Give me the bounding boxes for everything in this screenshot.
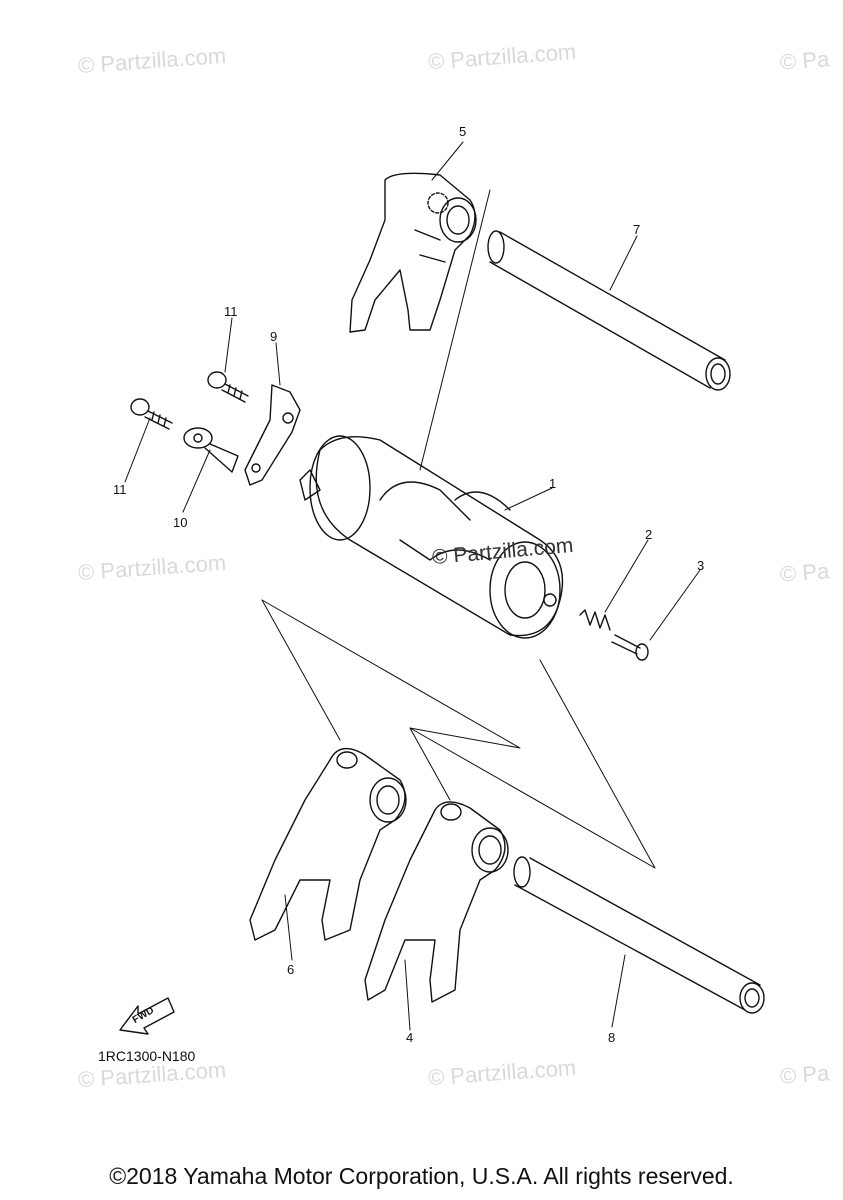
watermark: © Pa	[779, 558, 831, 587]
callout-7[interactable]: 7	[633, 222, 641, 237]
shift-drum-1[interactable]	[299, 435, 564, 639]
callout-10[interactable]: 10	[173, 515, 188, 530]
watermark: © Pa	[779, 46, 831, 75]
copyright-notice: ©2018 Yamaha Motor Corporation, U.S.A. A…	[109, 1163, 734, 1189]
leader-lines	[124, 141, 701, 1031]
stopper-10[interactable]	[183, 427, 239, 473]
callout-8[interactable]: 8	[608, 1030, 616, 1045]
callout-3[interactable]: 3	[697, 558, 705, 573]
callout-9[interactable]: 9	[270, 329, 278, 344]
guide-lines	[261, 189, 656, 869]
callout-11-lower[interactable]: 11	[113, 482, 127, 497]
fwd-arrow-icon	[119, 997, 175, 1035]
pin-3[interactable]	[611, 634, 649, 661]
shift-fork-5[interactable]	[349, 172, 477, 333]
callout-5[interactable]: 5	[459, 124, 467, 139]
plate-9[interactable]	[244, 384, 301, 486]
guide-bar-8[interactable]	[513, 856, 765, 1014]
shift-fork-4[interactable]	[364, 801, 509, 1003]
callout-11-upper[interactable]: 11	[224, 304, 238, 319]
callout-6[interactable]: 6	[287, 962, 295, 977]
diagram-code: 1RC1300-N180	[98, 1048, 196, 1064]
guide-bar-7[interactable]	[487, 230, 731, 391]
callout-2[interactable]: 2	[645, 527, 653, 542]
screw-11-upper[interactable]	[207, 371, 249, 403]
shift-fork-6[interactable]	[249, 747, 407, 941]
screw-11-lower[interactable]	[130, 398, 173, 430]
callout-1[interactable]: 1	[549, 476, 557, 491]
watermark: © Pa	[779, 1060, 831, 1089]
callout-4[interactable]: 4	[406, 1030, 414, 1045]
spring-2[interactable]	[579, 609, 611, 631]
